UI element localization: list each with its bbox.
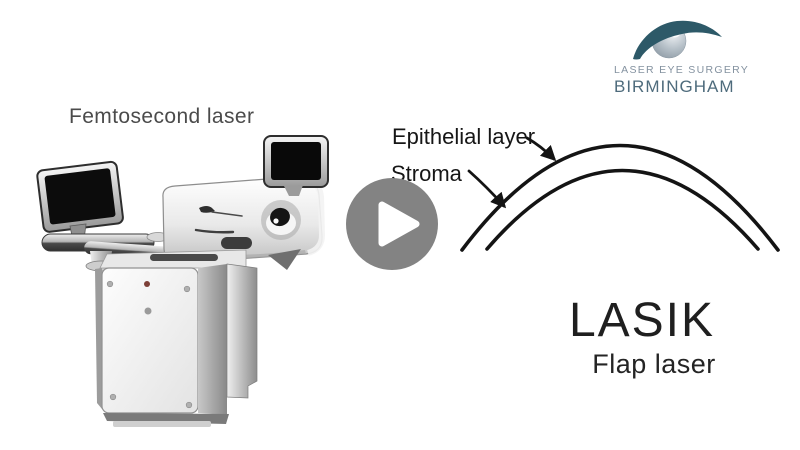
play-icon — [378, 201, 420, 247]
epithelial-arrow-icon — [525, 136, 557, 162]
epithelial-layer-label: Epithelial layer — [392, 124, 536, 149]
brand-tagline: LASER EYE SURGERY — [614, 64, 750, 76]
indicator-light — [144, 281, 150, 287]
epithelial-layer-arc — [460, 143, 780, 252]
left-monitor — [36, 160, 124, 233]
eye-logo-icon — [633, 20, 722, 60]
right-monitor — [263, 135, 329, 196]
brand-name: BIRMINGHAM — [614, 77, 735, 96]
headline-subtitle: Flap laser — [592, 349, 716, 379]
stroma-arrow-icon — [467, 169, 507, 209]
eyepiece-icon — [261, 200, 301, 240]
play-button[interactable] — [346, 178, 438, 270]
stroma-arc — [485, 168, 760, 251]
laser-cabinet — [95, 249, 258, 427]
brand-logo: LASER EYE SURGERY BIRMINGHAM — [614, 10, 750, 97]
headline-title: LASIK — [568, 294, 716, 347]
machine-caption: Femtosecond laser — [69, 105, 255, 128]
femtosecond-laser-illustration — [36, 135, 329, 427]
